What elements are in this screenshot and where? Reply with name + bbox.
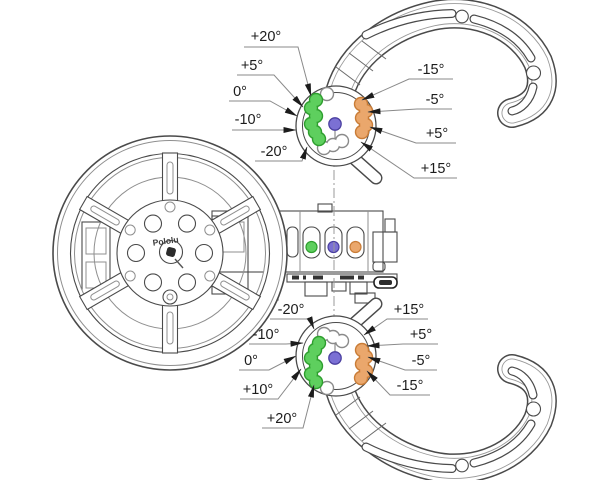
angle-value: +20° [267,411,297,427]
arm-ladder-rungs [335,40,387,86]
wheel-brand-text: Pololu [152,234,179,248]
tire-outer [52,135,288,371]
angle-value: -5° [412,353,431,369]
angle-value: -10° [253,327,280,343]
right-bracket-tab [384,218,396,233]
angle-value: -15° [397,378,424,394]
angle-label: -20° [270,302,315,330]
angle-label: 0° [239,353,297,371]
valve-detail-inner [166,293,174,301]
axle-pointer-line [174,258,184,269]
angle-value: +15° [421,161,451,177]
arm-slots [361,9,542,116]
angle-label: -5° [367,353,437,371]
angle-value: -15° [418,62,445,78]
angle-value: 0° [244,353,258,369]
bottom-detail-right-labels: +15° +5° -5° -15° [363,302,438,396]
right-bracket-foot [372,261,386,272]
angle-label: +5° [237,58,304,108]
angle-value: +20° [251,29,281,45]
green-sensor-dot [305,240,318,254]
angle-label: +15° [360,141,457,179]
angle-label: 0° [229,84,298,117]
sensor-window [302,226,321,259]
left-motor-detail [85,227,107,255]
angle-label: -10° [232,112,297,134]
angle-value: -20° [261,144,288,160]
angle-label: -15° [366,370,430,396]
angle-label: +20° [244,29,312,97]
right-bracket [372,231,398,263]
angle-label: +10° [240,368,302,400]
bumper-arm-assembly [295,0,557,185]
valve-detail [162,289,178,305]
angle-value: +15° [394,302,424,318]
hub-hole-ring [126,214,214,292]
angle-value: -20° [278,302,305,318]
angle-value: -10° [235,112,262,128]
spokes [78,152,262,354]
mount-block [331,281,347,292]
rail-marks [292,275,364,280]
green-hole-chain-fill [305,94,325,145]
chassis-top-tab [317,203,333,213]
angle-value: 0° [233,84,247,100]
orange-sensor-dot [349,240,362,254]
top-detail-left-labels: +20° +5° 0° -10° -20° [229,29,312,162]
wheel: Pololu [52,135,288,371]
angle-value: +10° [243,382,273,398]
orange-hole-chain-fill [355,98,372,138]
sensor-window [346,226,365,259]
angle-label: +5° [369,126,456,144]
mount-block [349,281,368,295]
angle-label: -10° [249,327,304,347]
angle-label: +15° [363,302,428,336]
bottom-detail-left-labels: -20° -10° 0° +10° +20° [239,302,315,429]
pivot-dot [328,117,342,131]
angle-label: -15° [361,62,453,101]
angle-value: -5° [426,92,445,108]
connector-pin [379,280,392,285]
angle-label: -5° [367,92,452,115]
angle-value: +5° [241,58,263,74]
top-detail-right-labels: -15° -5° +5° +15° [360,62,457,179]
angle-label: +5° [366,327,438,349]
angle-label: +20° [262,384,315,429]
axle-hole [166,247,176,257]
mount-block [304,281,328,297]
angle-value: +5° [426,126,448,142]
angle-value: +5° [410,327,432,343]
sensor-window [286,226,299,258]
angle-label: -20° [255,144,308,162]
robot-chassis [81,203,398,304]
tire-inner [57,140,283,366]
